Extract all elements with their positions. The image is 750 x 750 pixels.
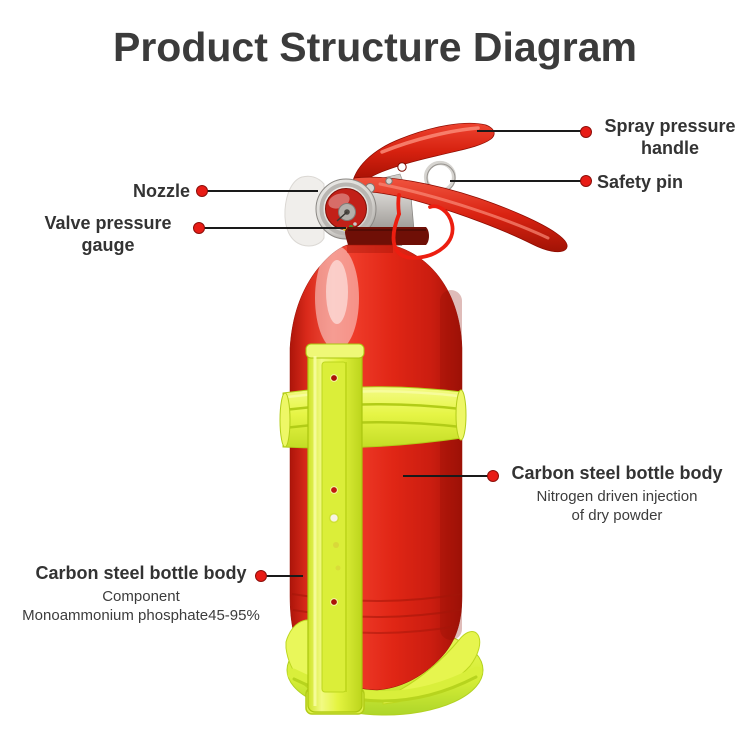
callout-spray-pressure-handle: Spray pressure handle — [595, 115, 745, 159]
callout-safety-pin: Safety pin — [597, 171, 683, 193]
leader-line — [207, 190, 318, 192]
callout-label: Spray pressure handle — [604, 116, 736, 158]
callout-bottle-body-left: Carbon steel bottle body Component Monoa… — [16, 562, 266, 625]
bracket-strip — [305, 343, 365, 715]
callout-bottle-body-right: Carbon steel bottle body Nitrogen driven… — [493, 462, 741, 525]
callout-dot — [193, 222, 205, 234]
pressure-gauge-illustration — [315, 178, 377, 240]
callout-label: Safety pin — [597, 172, 684, 192]
spray-handle-illustration — [351, 122, 495, 187]
callout-description: Component Monoammonium phosphate45-95% — [22, 588, 260, 624]
leader-line — [403, 475, 488, 477]
callout-dot — [580, 126, 592, 138]
callout-label: Nozzle — [132, 181, 190, 201]
page-title: Product Structure Diagram — [113, 24, 637, 70]
bottle-neck-cap — [345, 227, 429, 245]
callout-dot — [196, 185, 208, 197]
carry-handle-illustration — [353, 176, 568, 253]
callout-dot — [255, 570, 267, 582]
leader-line — [477, 130, 581, 132]
callout-label: Carbon steel bottle body — [35, 563, 247, 583]
callout-dot — [487, 470, 499, 482]
callout-nozzle: Nozzle — [78, 180, 190, 202]
callout-label: Carbon steel bottle body — [511, 463, 723, 483]
callout-valve-pressure-gauge: Valve pressure gauge — [28, 212, 188, 256]
leader-line — [450, 180, 581, 182]
callout-description: Nitrogen driven injection of dry powder — [536, 488, 698, 524]
callout-dot — [580, 175, 592, 187]
leader-line — [204, 227, 346, 229]
callout-label: Valve pressure gauge — [44, 213, 172, 255]
hose-cord-loop — [391, 193, 455, 260]
leader-line — [267, 575, 303, 577]
